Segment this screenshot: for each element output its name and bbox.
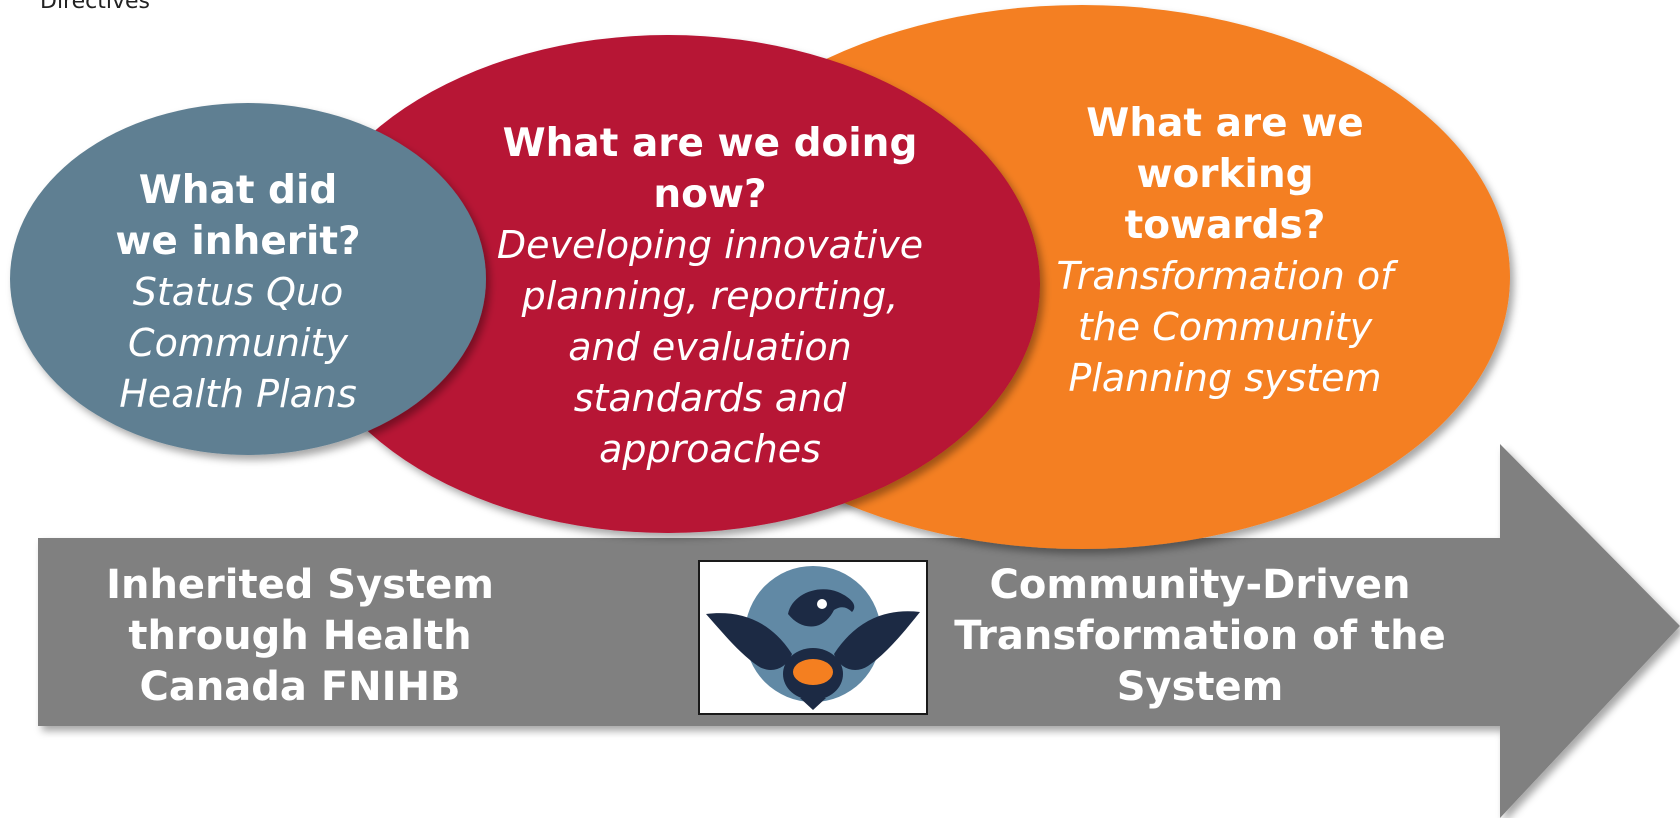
directives-label: Directives (40, 0, 150, 14)
thunderbird-logo-icon (706, 566, 920, 710)
inherit-question: What did we inherit? (115, 168, 361, 264)
doing-bubble-text: What are we doing now? Developing innova… (490, 118, 930, 475)
inherit-answer: Status Quo Community Health Plans (119, 270, 357, 416)
towards-question: What are we working towards? (1086, 101, 1364, 248)
doing-bubble (296, 35, 1040, 533)
logo-frame (698, 560, 928, 715)
towards-answer: Transformation of the Community Planning… (1056, 254, 1394, 400)
inherit-bubble (10, 103, 486, 455)
doing-question: What are we doing now? (502, 121, 918, 217)
transformation-label: Community-Driven Transformation of the S… (954, 562, 1446, 710)
inherit-bubble-text: What did we inherit? Status Quo Communit… (108, 165, 368, 420)
inherited-system-label: Inherited System through Health Canada F… (106, 562, 494, 710)
towards-bubble-text: What are we working towards? Transformat… (1040, 98, 1410, 404)
doing-answer: Developing innovative planning, reportin… (496, 223, 924, 471)
